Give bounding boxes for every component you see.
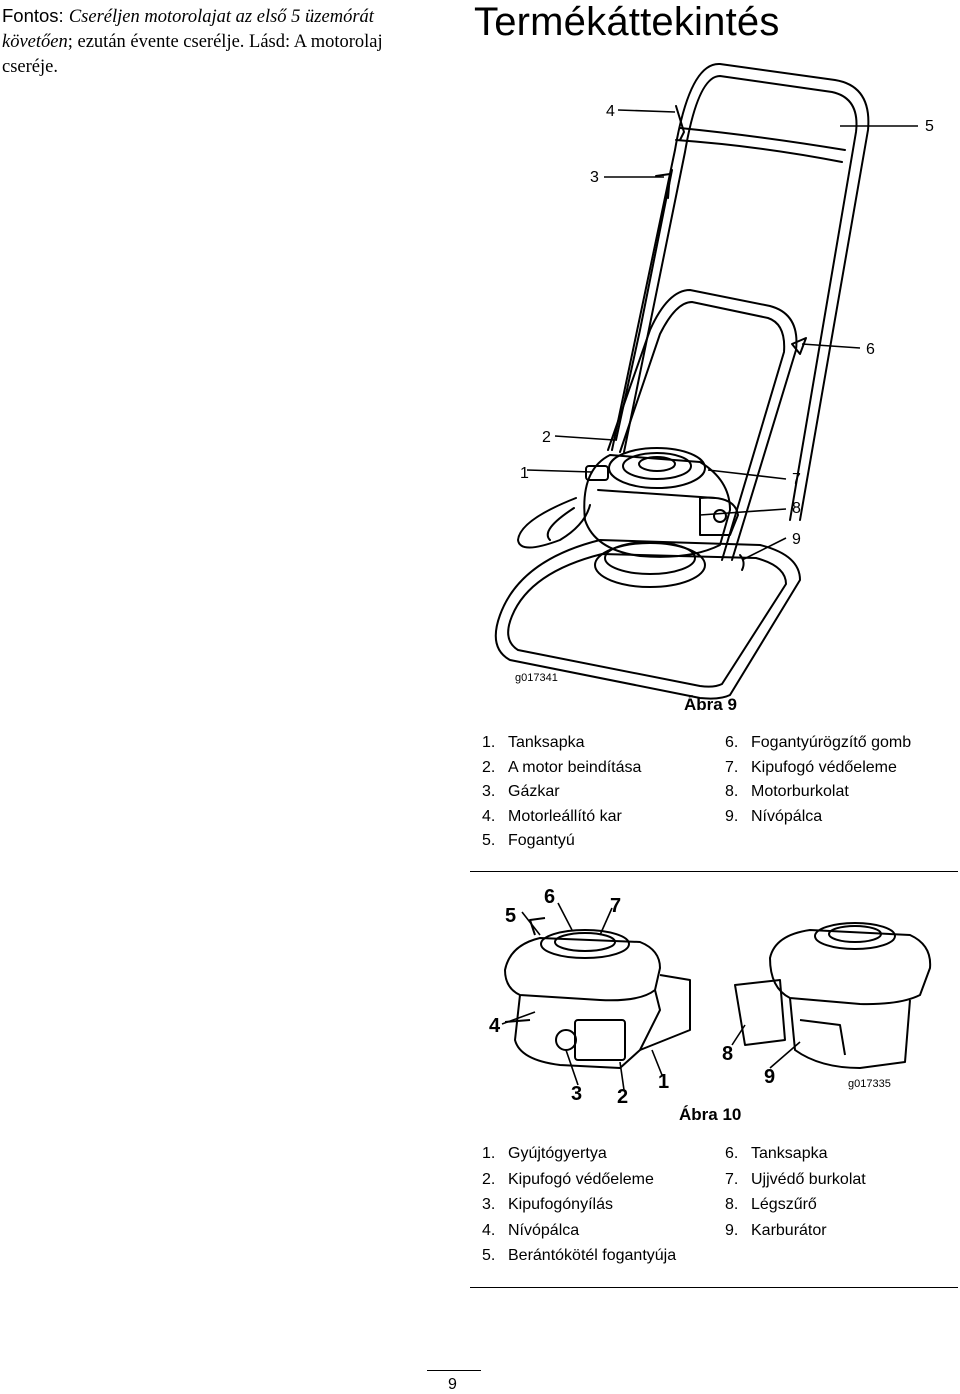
figure-9-legend-right: 6.Fogantyúrögzítő gomb 7.Kipufogó védőel… [725,731,911,829]
page-number: 9 [448,1376,457,1393]
callout-3: 3 [590,169,599,186]
handle-outer [611,62,870,521]
legend-item: 3.Gázkar [482,783,560,800]
callout-6: 6 [866,341,875,358]
figure-10-legend-left: 1.Gyújtógyertya 2.Kipufogó védőeleme 3.K… [482,1141,676,1269]
callout-9: 9 [792,531,801,548]
figure-9-illustration: 1 2 3 4 5 6 7 8 9 g017341 [494,62,934,700]
legend-item: 2.A motor beindítása [482,758,642,776]
callout-8: 8 [792,500,801,517]
legend-item: 6.Tanksapka [725,1145,828,1162]
callout-1: 1 [658,1071,669,1093]
callout-4: 4 [489,1015,501,1037]
note-label: Fontos: [2,5,64,26]
callout-7: 7 [792,471,801,488]
handle-crossbar [679,127,846,151]
figure-separator [470,871,958,872]
figure-10-callouts: 5 6 7 4 3 2 1 8 9 [489,886,775,1108]
legend-item: 1.Tanksapka [482,734,585,751]
callout-3: 3 [571,1083,582,1105]
figure-10-image-code: g017335 [848,1078,891,1090]
bottom-separator [470,1287,958,1288]
figure-10-caption: Ábra 10 [679,1105,742,1124]
legend-item: 8.Motorburkolat [725,783,849,800]
important-note: Fontos: Cseréljen motorolajat az első 5 … [2,4,442,79]
legend-item: 7.Ujjvédő burkolat [725,1170,866,1188]
page-number-rule [427,1370,481,1371]
legend-item: 1.Gyújtógyertya [482,1145,607,1162]
legend-item: 5.Berántókötél fogantyúja [482,1247,677,1264]
legend-item: 9.Karburátor [725,1221,827,1239]
legend-item: 4.Nívópálca [482,1221,580,1239]
callout-7: 7 [610,895,621,917]
callout-8: 8 [722,1043,733,1065]
handle-outer-inner [623,75,858,521]
note-rest-text: ; ezután évente cserélje. Lásd: A motoro… [2,32,383,77]
note-italic-text: Cseréljen motorolajat az első 5 üzemórát… [2,7,374,52]
legend-item: 7.Kipufogó védőeleme [725,758,897,776]
callout-4: 4 [606,103,615,120]
callout-2: 2 [617,1086,628,1108]
callout-9: 9 [764,1066,775,1088]
legend-item: 2.Kipufogó védőeleme [482,1170,654,1188]
figure-10-legend-right: 6.Tanksapka 7.Ujjvédő burkolat 8.Légszűr… [725,1141,866,1243]
legend-item: 5.Fogantyú [482,832,575,849]
section-title: Termékáttekintés [474,0,780,44]
legend-item: 6.Fogantyúrögzítő gomb [725,734,912,751]
legend-item: 4.Motorleállító kar [482,807,622,825]
callout-1: 1 [520,465,529,482]
callout-6: 6 [544,886,555,908]
figure-9-callouts: 1 2 3 4 5 6 7 8 9 g017341 [515,103,934,684]
figure-9-legend-left: 1.Tanksapka 2.A motor beindítása 3.Gázka… [482,731,641,854]
callout-2: 2 [542,429,551,446]
figure-9-image-code: g017341 [515,672,558,684]
callout-5: 5 [505,905,516,927]
legend-item: 3.Kipufogónyílás [482,1196,613,1213]
callout-5: 5 [925,118,934,135]
figure-9-caption: Ábra 9 [684,695,737,714]
legend-item: 8.Légszűrő [725,1196,817,1213]
mower-deck [494,539,801,700]
legend-item: 9.Nívópálca [725,807,823,825]
handle-lower [607,289,798,561]
